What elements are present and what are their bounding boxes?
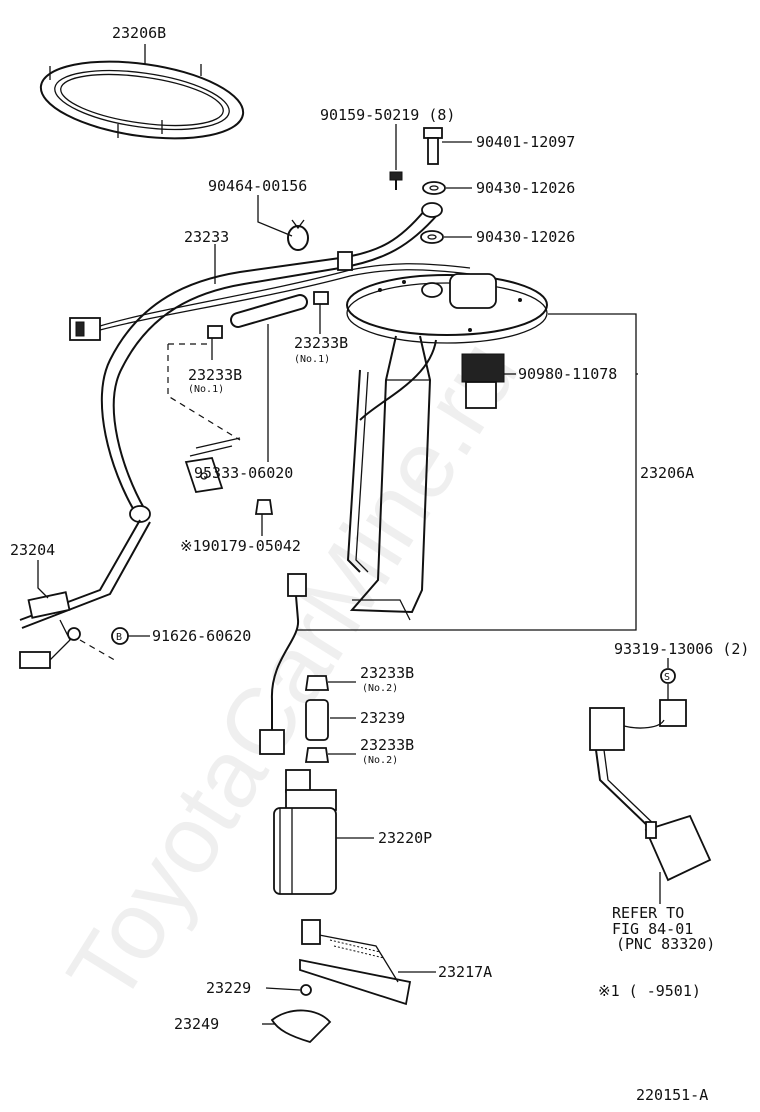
- clip-190179[interactable]: [254, 499, 274, 515]
- label-90159: 90159-50219 (8): [320, 106, 455, 124]
- refer-line-1: REFER TO: [612, 904, 684, 922]
- label-23229: 23229: [206, 979, 251, 997]
- washer-hole: [429, 185, 439, 191]
- label-93319: 93319-13006 (2): [614, 640, 749, 658]
- pipe-stub: [189, 437, 241, 457]
- footnote: ※1 ( -9501): [598, 982, 701, 1000]
- label-23239: 23239: [360, 709, 405, 727]
- label-23206A: 23206A: [640, 464, 694, 482]
- washer-90430-lower[interactable]: [420, 230, 444, 244]
- label-23233B-no1-right: 23233B: [294, 334, 348, 352]
- fuel-tube-23204[interactable]: [19, 519, 151, 669]
- washer-90430-upper[interactable]: [422, 181, 446, 195]
- watermark: ToyotaCarMine.ru: [47, 322, 539, 1021]
- symbol-b-circle: [111, 627, 129, 645]
- label-90464: 90464-00156: [208, 177, 307, 195]
- washer-hole: [427, 234, 437, 240]
- grommet-connector-90980[interactable]: [461, 353, 505, 409]
- clip-23233B-no2-b[interactable]: [304, 747, 330, 763]
- gasket-ring-23206B[interactable]: [36, 50, 248, 150]
- label-23206B: 23206B: [112, 24, 166, 42]
- symbol-b: B: [116, 632, 122, 643]
- label-190179: ※190179-05042: [180, 537, 301, 555]
- label-91626: 91626-60620: [152, 627, 251, 645]
- dashed-leader: [167, 343, 241, 441]
- label-23233B-no1-right-sub: (No.1): [294, 354, 330, 365]
- symbol-s-circle: [660, 668, 676, 684]
- label-23217A: 23217A: [438, 963, 492, 981]
- cushion-23249[interactable]: [270, 1009, 332, 1044]
- bracket-95333[interactable]: [184, 456, 224, 494]
- clip-23233B-no1-b[interactable]: [313, 291, 329, 305]
- fuel-sender-gauge[interactable]: [589, 699, 712, 882]
- label-90430-lower: 90430-12026: [476, 228, 575, 246]
- fuel-pump-23220P[interactable]: [273, 769, 337, 895]
- label-95333: 95333-06020: [194, 464, 293, 482]
- clip-23233B-no2-a[interactable]: [304, 675, 330, 691]
- diagram-id: 220151-A: [636, 1086, 708, 1104]
- dashed-leader: [79, 639, 119, 663]
- bolt-90401[interactable]: [423, 127, 443, 165]
- hose-23239[interactable]: [305, 699, 329, 741]
- hose-95333[interactable]: [230, 294, 308, 328]
- clip-23233B-no1-a[interactable]: [207, 325, 223, 339]
- label-90401: 90401-12097: [476, 133, 575, 151]
- fuel-hose-23233[interactable]: [100, 202, 443, 523]
- bracket-reference-line: [296, 313, 637, 631]
- label-23233B-no2-top-sub: (No.2): [362, 683, 398, 694]
- label-23220P: 23220P: [378, 829, 432, 847]
- label-90430-upper: 90430-12026: [476, 179, 575, 197]
- strainer-23217A[interactable]: [299, 919, 412, 1006]
- label-23233: 23233: [184, 228, 229, 246]
- wire-harness: [99, 263, 471, 327]
- wire-harness: [99, 269, 471, 331]
- label-23233B-no2-bottom: 23233B: [360, 736, 414, 754]
- refer-line-2: FIG 84-01: [612, 920, 693, 938]
- screw-90159[interactable]: [389, 171, 403, 190]
- leader-lines: [37, 124, 669, 1025]
- label-23233B-no1-left-sub: (No.1): [188, 384, 224, 395]
- label-23233B-no1-left: 23233B: [188, 366, 242, 384]
- symbol-s: S: [664, 672, 670, 683]
- clip-23229[interactable]: [300, 984, 312, 996]
- label-23233B-no2-top: 23233B: [360, 664, 414, 682]
- label-90980: 90980-11078: [518, 365, 617, 383]
- label-23204: 23204: [10, 541, 55, 559]
- label-23233B-no2-bottom-sub: (No.2): [362, 755, 398, 766]
- hose-clamp-90464[interactable]: [287, 219, 309, 251]
- pump-bracket-23206A[interactable]: [346, 273, 548, 621]
- harness-connector-left[interactable]: [69, 317, 101, 341]
- refer-line-3: (PNC 83320): [616, 935, 715, 953]
- label-23249: 23249: [174, 1015, 219, 1033]
- pump-wire-harness[interactable]: [259, 573, 307, 755]
